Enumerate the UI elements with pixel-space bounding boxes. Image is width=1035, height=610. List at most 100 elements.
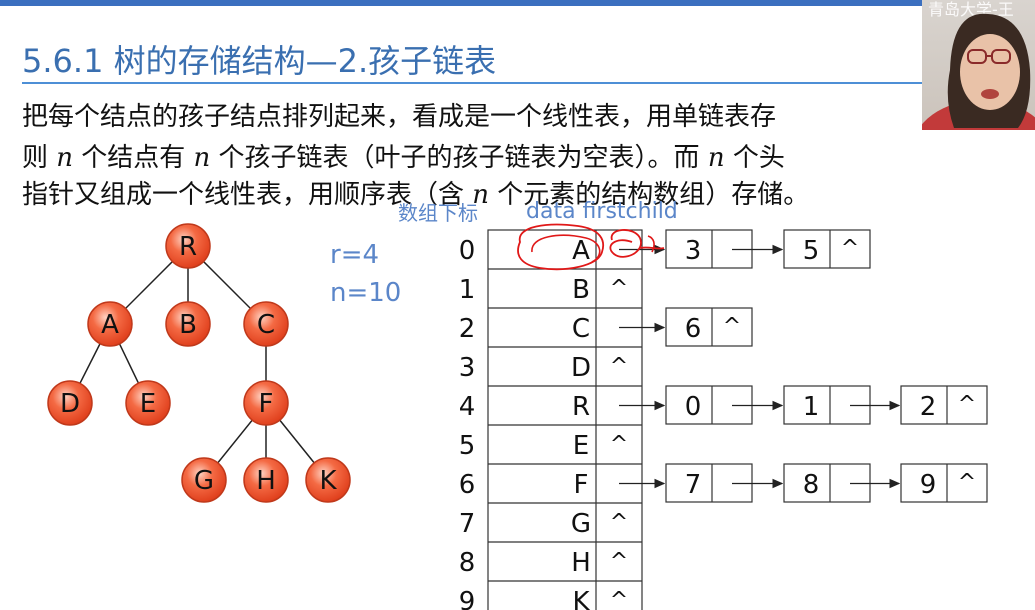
array-data-cell: E (573, 431, 589, 461)
math-n: n (472, 180, 490, 210)
tree-node: F (243, 380, 289, 426)
list-node-box (665, 307, 753, 347)
list-node-value: 5 (803, 236, 820, 266)
paragraph-line-3: 指针又组成一个线性表，用顺序表（含 n 个元素的结构数组）存储。 (22, 174, 809, 211)
array-index: 1 (459, 275, 476, 305)
paragraph-text: 把每个结点的孩子结点排列起来，看成是一个线性表，用单链表存 (22, 102, 777, 132)
tree-node: A (87, 301, 133, 347)
param-r: r=4 (330, 240, 380, 270)
ink-stroke (647, 235, 655, 253)
list-node: 9^ (900, 463, 988, 503)
tree-node: B (165, 301, 211, 347)
tree-node-label: F (259, 389, 274, 419)
null-pointer: ^ (610, 588, 628, 610)
tree-node-circle (243, 457, 289, 503)
tree-node-circle (165, 301, 211, 347)
math-n: n (193, 143, 211, 173)
presenter-image (922, 13, 1035, 130)
math-n: n (707, 143, 725, 173)
null-pointer: ^ (958, 470, 976, 495)
null-pointer: ^ (610, 276, 628, 301)
list-node-value: 2 (920, 392, 937, 422)
array-data-cell: G (571, 509, 591, 539)
array-data-cell: R (572, 392, 590, 422)
null-pointer: ^ (610, 549, 628, 574)
list-node-value: 9 (920, 470, 937, 500)
list-node-value: 7 (685, 470, 702, 500)
paragraph-text: 个结点有 (73, 143, 194, 173)
array-index: 0 (459, 236, 476, 266)
ink-circle (517, 223, 604, 271)
tree-node: D (47, 380, 93, 426)
null-pointer: ^ (958, 392, 976, 417)
tree-node-circle (181, 457, 227, 503)
top-accent-bar (0, 0, 1035, 6)
tree-node-label: G (194, 466, 214, 496)
list-node-value: 6 (685, 314, 702, 344)
array-data-cell: H (571, 548, 591, 578)
ink-stroke (531, 234, 601, 263)
list-node-box (900, 463, 988, 503)
array-frame (487, 229, 643, 610)
null-pointer: ^ (610, 354, 628, 379)
array-index: 6 (459, 470, 476, 500)
null-pointer: ^ (610, 510, 628, 535)
tree-node-label: C (257, 310, 275, 340)
list-node: 1 (783, 385, 901, 425)
array-index: 3 (459, 353, 476, 383)
array-data-cell: F (574, 470, 589, 500)
array-index: 7 (459, 509, 476, 539)
tree-node-circle (243, 301, 289, 347)
paragraph-text: 则 (22, 143, 57, 173)
title-underline (22, 82, 922, 84)
array-index: 9 (459, 587, 476, 610)
fields-header-label: data firstchild (526, 199, 678, 224)
tree-node: G (181, 457, 227, 503)
index-header-label: 数组下标 (398, 201, 478, 225)
tree-node-circle (125, 380, 171, 426)
array-data-cell: A (572, 236, 590, 266)
math-n: n (56, 143, 74, 173)
slide-title: 5.6.1 树的存储结构—2.孩子链表 (22, 42, 497, 80)
tree-node-circle (165, 223, 211, 269)
ink-stroke (639, 246, 665, 250)
tree-node-label: H (256, 466, 276, 496)
tree-node-label: R (179, 232, 197, 262)
list-node: 7 (665, 463, 784, 503)
list-node: 3 (665, 229, 784, 269)
list-node: 0 (665, 385, 784, 425)
paragraph-text: 指针又组成一个线性表，用顺序表（含 (22, 180, 473, 210)
array-data-cell: D (571, 353, 591, 383)
null-pointer: ^ (723, 314, 741, 339)
list-node: 8 (783, 463, 901, 503)
array-index: 5 (459, 431, 476, 461)
paragraph-line-1: 把每个结点的孩子结点排列起来，看成是一个线性表，用单链表存 (22, 96, 776, 133)
list-node: 5^ (783, 229, 871, 269)
array-index: 2 (459, 314, 476, 344)
handwriting-annotation (517, 223, 665, 271)
paragraph-line-2: 则 n 个结点有 n 个孩子链表（叶子的孩子链表为空表）。而 n 个头 (22, 137, 785, 174)
list-node-value: 3 (685, 236, 702, 266)
tree-node-circle (305, 457, 351, 503)
tree-node-label: E (140, 389, 156, 419)
tree-node-circle (243, 380, 289, 426)
tree-node: K (305, 457, 351, 503)
list-node-box (783, 229, 871, 269)
tree-node: R (165, 223, 211, 269)
paragraph-text: 个孩子链表（叶子的孩子链表为空表）。而 (210, 143, 708, 173)
ink-loop (609, 229, 642, 258)
tree-node-label: D (60, 389, 80, 419)
array-index: 4 (459, 392, 476, 422)
null-pointer: ^ (610, 432, 628, 457)
list-node-value: 0 (685, 392, 702, 422)
list-node: 6^ (665, 307, 753, 347)
list-node: 2^ (900, 385, 988, 425)
paragraph-text: 个元素的结构数组）存储。 (489, 180, 810, 210)
null-pointer: ^ (841, 236, 859, 261)
tree-node: C (243, 301, 289, 347)
list-node-value: 8 (803, 470, 820, 500)
param-n: n=10 (330, 278, 402, 308)
tree-node: E (125, 380, 171, 426)
